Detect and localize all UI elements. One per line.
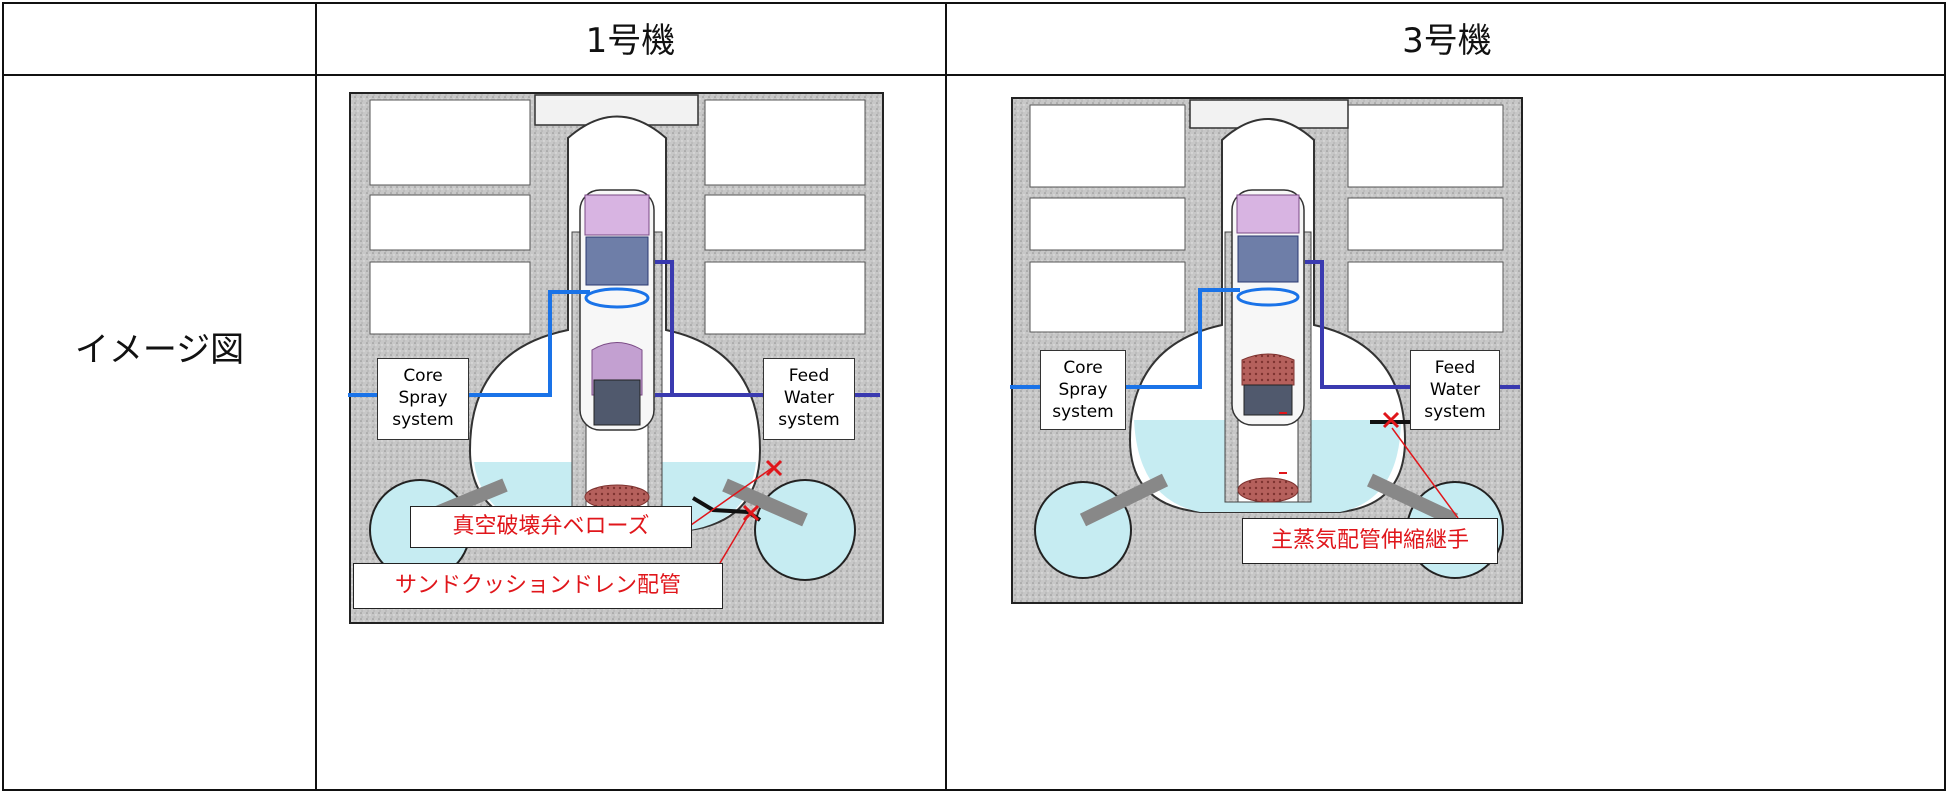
- unit3-header: 3号機: [1402, 21, 1492, 61]
- unit1-rooms: [369, 99, 866, 335]
- unit1-separators: [585, 236, 649, 286]
- unit1-header: 1号機: [585, 21, 676, 61]
- unit3-debris: [1237, 477, 1299, 503]
- unit3-rooms: [1029, 104, 1504, 333]
- unit1-callout-drain-pipe: サンドクッションドレン配管: [353, 563, 723, 609]
- unit3-failure-marks: [1382, 411, 1400, 429]
- unit1-steam-dryer: [584, 194, 650, 236]
- image-row-label: イメージ図: [74, 330, 245, 370]
- unit3-callout-main-steam: 主蒸気配管伸縮継手: [1242, 518, 1498, 564]
- unit1-callout-vacuum-breaker: 真空破壊弁ベローズ: [410, 506, 692, 548]
